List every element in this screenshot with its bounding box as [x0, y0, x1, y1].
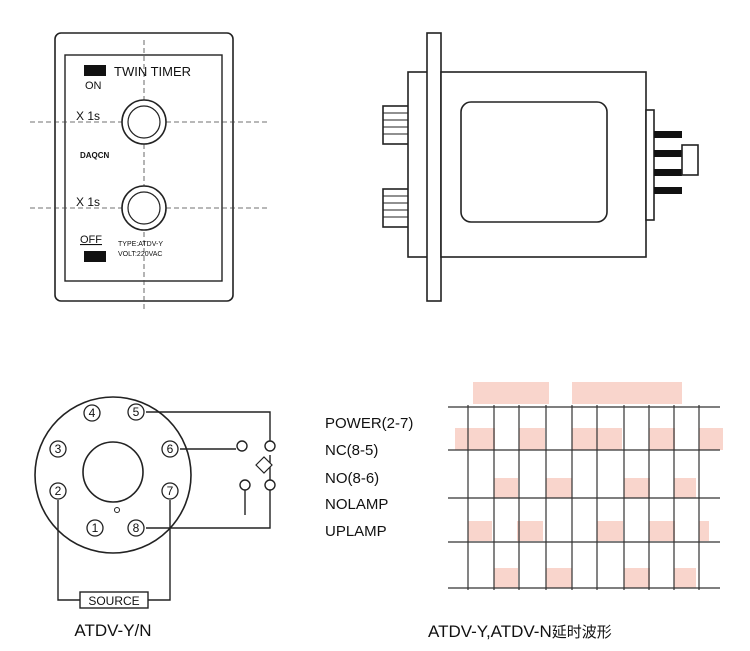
panel-title: TWIN TIMER	[114, 64, 191, 79]
pin-numbers: 1 2 3 4 5 6 7 8	[55, 405, 174, 535]
waveform-pulse	[468, 521, 492, 541]
pin-label: 7	[167, 484, 174, 498]
source-box	[79, 591, 149, 609]
row-label-uplamp: UPLAMP	[325, 523, 387, 540]
caption-cjk: 延时波形	[552, 623, 612, 641]
panel-base	[407, 71, 429, 258]
waveform-pulse	[572, 382, 682, 404]
waveform-pulse	[674, 568, 696, 588]
knob2-inner	[127, 191, 161, 225]
front-panel: ON TWIN TIMER X 1s DAQCN X 1s OFF TYPE:A…	[30, 32, 268, 312]
pin-label: 2	[55, 484, 62, 498]
type-label: TYPE:ATDV-Y	[118, 241, 163, 248]
rear-cap	[645, 109, 655, 221]
rear-pins	[654, 131, 682, 194]
pin-label: 4	[89, 406, 96, 420]
side-knob-top	[382, 105, 412, 145]
rear-key	[681, 144, 699, 176]
waveform-pulse	[546, 478, 572, 498]
row-label-nolamp: NOLAMP	[325, 496, 388, 513]
knob-ridges	[383, 112, 411, 218]
side-bezel	[426, 32, 442, 302]
row-label-no: NO(8-6)	[325, 470, 379, 487]
side-view	[382, 32, 699, 302]
waveform-pulse	[519, 428, 545, 450]
socket-pins	[49, 403, 179, 537]
waveform-row-labels: POWER(2-7) NC(8-5) NO(8-6) NOLAMP UPLAMP	[325, 415, 413, 540]
pin-label: 8	[133, 521, 140, 535]
volt-label: VOLT:220VAC	[118, 251, 163, 258]
wiring-caption: ATDV-Y/N	[74, 621, 151, 640]
waveform-pulse	[624, 568, 650, 588]
knob1-label: X 1s	[76, 109, 100, 123]
wiring-diagram: SOURCE 1 2 3 4 5 6 7 8 ATDV-Y/N	[34, 396, 276, 640]
waveform-pulse	[699, 521, 709, 541]
waveform-pulse	[455, 428, 495, 450]
caption-latin: ATDV-Y,ATDV-N	[428, 622, 552, 641]
row-label-nc: NC(8-5)	[325, 442, 378, 459]
waveform-pulse	[699, 428, 723, 450]
knob1-inner	[127, 105, 161, 139]
waveform-pulse	[624, 478, 650, 498]
center-lines	[30, 40, 268, 312]
pin-label: 6	[167, 442, 174, 456]
waveform-grid	[448, 405, 720, 590]
waveform-highlights	[455, 382, 723, 588]
waveform-pulse	[649, 428, 675, 450]
on-indicator	[84, 65, 106, 76]
waveform-pulse	[494, 568, 518, 588]
off-indicator	[84, 251, 106, 262]
waveform: POWER(2-7) NC(8-5) NO(8-6) NOLAMP UPLAMP…	[325, 382, 723, 641]
waveform-pulse	[649, 521, 675, 541]
waveform-caption: ATDV-Y,ATDV-N延时波形	[428, 622, 612, 641]
side-window	[460, 101, 608, 223]
side-knob-bottom	[382, 188, 412, 228]
waveform-pulse	[674, 478, 696, 498]
row-label-power: POWER(2-7)	[325, 415, 413, 432]
pin-label: 5	[133, 405, 140, 419]
pin-label: 3	[55, 442, 62, 456]
knob2-label: X 1s	[76, 195, 100, 209]
waveform-pulse	[494, 478, 518, 498]
brand-logo: DAQCN	[80, 151, 110, 160]
waveform-pulse	[597, 521, 623, 541]
waveform-pulse	[473, 382, 549, 404]
off-label: OFF	[80, 234, 102, 246]
pin-label: 1	[92, 521, 99, 535]
relay-diamond	[255, 456, 273, 474]
socket-center	[82, 441, 144, 503]
source-label: SOURCE	[88, 594, 139, 608]
waveform-pulse	[517, 521, 543, 541]
on-label: ON	[85, 80, 102, 92]
waveform-pulse	[546, 568, 572, 588]
wires	[57, 411, 271, 601]
